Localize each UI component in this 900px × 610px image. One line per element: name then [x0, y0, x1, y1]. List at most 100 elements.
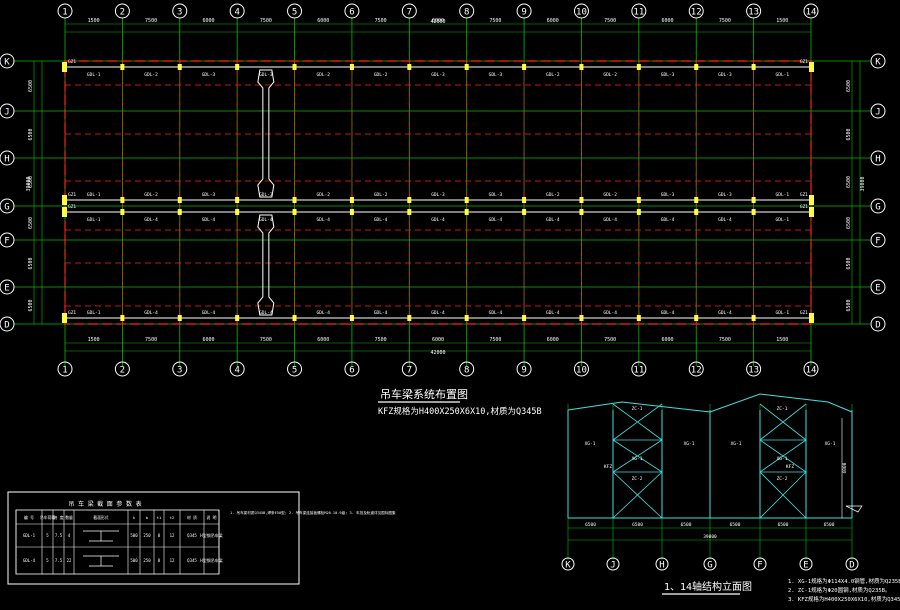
right-axis-bubble — [870, 53, 886, 69]
right-axis-bubble-label: E — [875, 284, 880, 294]
beam-tag: GDL-4 — [144, 310, 158, 316]
table-frame — [7, 491, 300, 585]
column-tag: GZ1 — [68, 192, 76, 198]
beam-tag: GDL-2 — [603, 72, 617, 78]
elev-member-tag: XG-1 — [731, 441, 742, 447]
table-header: t1 — [157, 515, 162, 520]
bottom-axis-bubble-label: 12 — [691, 366, 702, 376]
bottom-dim-text: 6000 — [547, 337, 559, 343]
plan-title: 吊车梁系统布置图 — [380, 387, 468, 401]
level-mark — [845, 505, 863, 513]
elev-axis-bubble-label: K — [565, 561, 571, 571]
right-dim-text: 6500 — [846, 176, 852, 188]
section-sketch — [83, 530, 119, 542]
beam-support-mark — [751, 197, 756, 203]
bottom-axis-bubble — [401, 361, 417, 377]
elev-dim-text: 6500 — [730, 522, 741, 528]
table-cell: 250 — [143, 558, 151, 563]
beam-tag: GDL-4 — [603, 217, 617, 223]
right-axis-bubble-label: H — [875, 155, 880, 165]
top-axis-bubble — [631, 3, 647, 19]
elev-member-tag: ZC-2 — [777, 476, 788, 482]
beam-support-mark — [177, 209, 182, 215]
brace-line — [612, 471, 663, 519]
table-cell: 500 — [130, 533, 138, 538]
elev-member-tag: ZC-1 — [632, 406, 643, 412]
bottom-axis-bubble-label: 8 — [464, 366, 469, 376]
top-axis-bubble — [459, 3, 475, 19]
beam-tag: GDL-4 — [431, 310, 445, 316]
left-axis-bubble — [0, 150, 15, 166]
beam-tag: GDL-4 — [374, 217, 388, 223]
bottom-axis-bubble-label: 3 — [177, 366, 182, 376]
brace-line — [759, 439, 807, 473]
top-dim-text: 7500 — [604, 18, 616, 24]
bottom-dim-text: 7500 — [719, 337, 731, 343]
column-tag: GZ1 — [800, 192, 808, 198]
table-notes: 1. 吊车梁材质Q345B,焊条E50型; 2. 吊车梁连接板螺栓M20-10.… — [230, 510, 396, 515]
beam-tag: GDL-1 — [776, 217, 790, 223]
bottom-axis-bubble — [459, 361, 475, 377]
bottom-dim-text: 6000 — [202, 337, 214, 343]
beam-support-mark — [579, 197, 584, 203]
beam-tag: GDL-1 — [776, 192, 790, 198]
section-sketch — [83, 555, 119, 567]
beam-tag: GDL-4 — [374, 310, 388, 316]
elev-axis-bubble-label: H — [659, 561, 664, 571]
beam-tag: GDL-4 — [718, 217, 732, 223]
top-axis-bubble-label: 5 — [292, 8, 297, 18]
top-axis-bubble-label: 11 — [633, 8, 644, 18]
elev-axis-bubble — [561, 557, 575, 571]
table-cell: 4 — [68, 533, 71, 538]
left-dim-text: 6500 — [28, 176, 34, 188]
elev-title: 1、14轴结构立面图 — [664, 580, 752, 593]
table-cell: H型钢吊车梁 — [200, 532, 222, 538]
beam-support-mark — [292, 209, 297, 215]
beam-support-mark — [120, 209, 125, 215]
beam-tag: GDL-4 — [718, 310, 732, 316]
beam-support-mark — [636, 209, 641, 215]
column-tag: GZ1 — [68, 204, 76, 210]
roof-line — [567, 393, 853, 413]
height-dim-text: 6000 — [842, 462, 848, 473]
top-dim-text: 7500 — [375, 18, 387, 24]
bottom-dim-text: 7500 — [375, 337, 387, 343]
table-header: h — [133, 515, 135, 520]
left-axis-bubble-label: F — [4, 237, 9, 247]
elev-axis-bubble — [845, 557, 859, 571]
table-cell: 12 — [170, 533, 175, 538]
elev-member-tag: XG-1 — [777, 456, 788, 462]
end-column-mark — [62, 313, 67, 323]
bottom-axis-bubble-label: 2 — [120, 366, 125, 376]
table-title: 吊 车 梁 截 面 参 数 表 — [68, 500, 141, 508]
elev-axis-bubble-label: E — [803, 561, 808, 571]
elev-overall-dim: 39000 — [703, 534, 717, 540]
table-header: t2 — [170, 515, 175, 520]
column-tag: GZ1 — [800, 310, 808, 316]
beam-support-mark — [235, 315, 240, 321]
plan-title-block: 吊车梁系统布置图 KFZ规格为H400X250X6X10,材质为Q345B — [378, 387, 542, 417]
beam-support-mark — [694, 64, 699, 70]
elev-axis-bubble — [799, 557, 813, 571]
beam-tag: GDL-1 — [87, 310, 101, 316]
beam-support-mark — [579, 209, 584, 215]
bottom-axis-bubble — [172, 361, 188, 377]
bottom-axis-bubble — [573, 361, 589, 377]
table-cell: 12 — [170, 558, 175, 563]
bottom-dim-text: 7500 — [604, 337, 616, 343]
beam-tag: GDL-4 — [202, 310, 216, 316]
beam-tag: GDL-2 — [144, 192, 158, 198]
end-column-mark — [809, 195, 814, 205]
beam-tag: GDL-3 — [718, 192, 732, 198]
right-axis-bubble — [870, 279, 886, 295]
beam-support-mark — [636, 315, 641, 321]
beam-support-mark — [407, 197, 412, 203]
beam-support-mark — [292, 197, 297, 203]
top-axis-bubble — [229, 3, 245, 19]
table-header: 说 明 — [207, 515, 217, 520]
bottom-axis-bubble-label: 14 — [806, 366, 817, 376]
left-dim-text: 6500 — [28, 128, 34, 140]
beam-support-mark — [579, 315, 584, 321]
